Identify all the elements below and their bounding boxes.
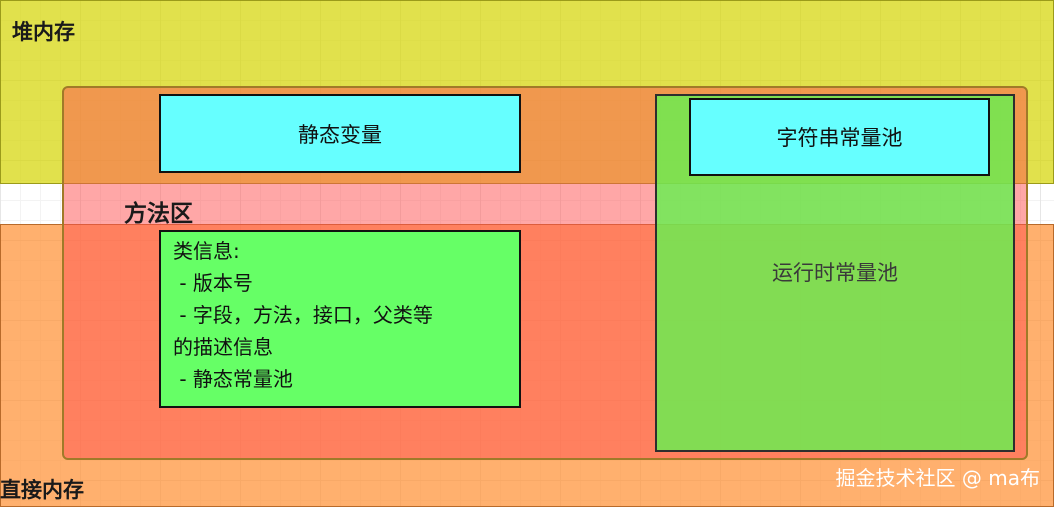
string-constant-pool-box: 字符串常量池 (689, 98, 990, 176)
class-info-line: - 字段，方法，接口，父类等 (173, 303, 433, 327)
class-info-title: 类信息: (173, 239, 240, 263)
runtime-constant-pool-label: 运行时常量池 (772, 261, 898, 285)
string-constant-pool-label: 字符串常量池 (776, 126, 903, 150)
method-area-label: 方法区 (124, 201, 193, 227)
class-info-line: - 版本号 (173, 271, 253, 295)
class-info-box: 类信息: - 版本号 - 字段，方法，接口，父类等 的描述信息 - 静态常量池 (159, 230, 521, 408)
watermark: 掘金技术社区 @ ma布 (835, 466, 1040, 490)
class-info-line: - 静态常量池 (173, 367, 293, 391)
heap-memory-label: 堆内存 (12, 20, 75, 44)
direct-memory-label: 直接内存 (0, 478, 84, 502)
static-variables-label: 静态变量 (298, 122, 382, 147)
static-variables-box: 静态变量 (159, 94, 521, 173)
class-info-line: 的描述信息 (173, 335, 273, 359)
